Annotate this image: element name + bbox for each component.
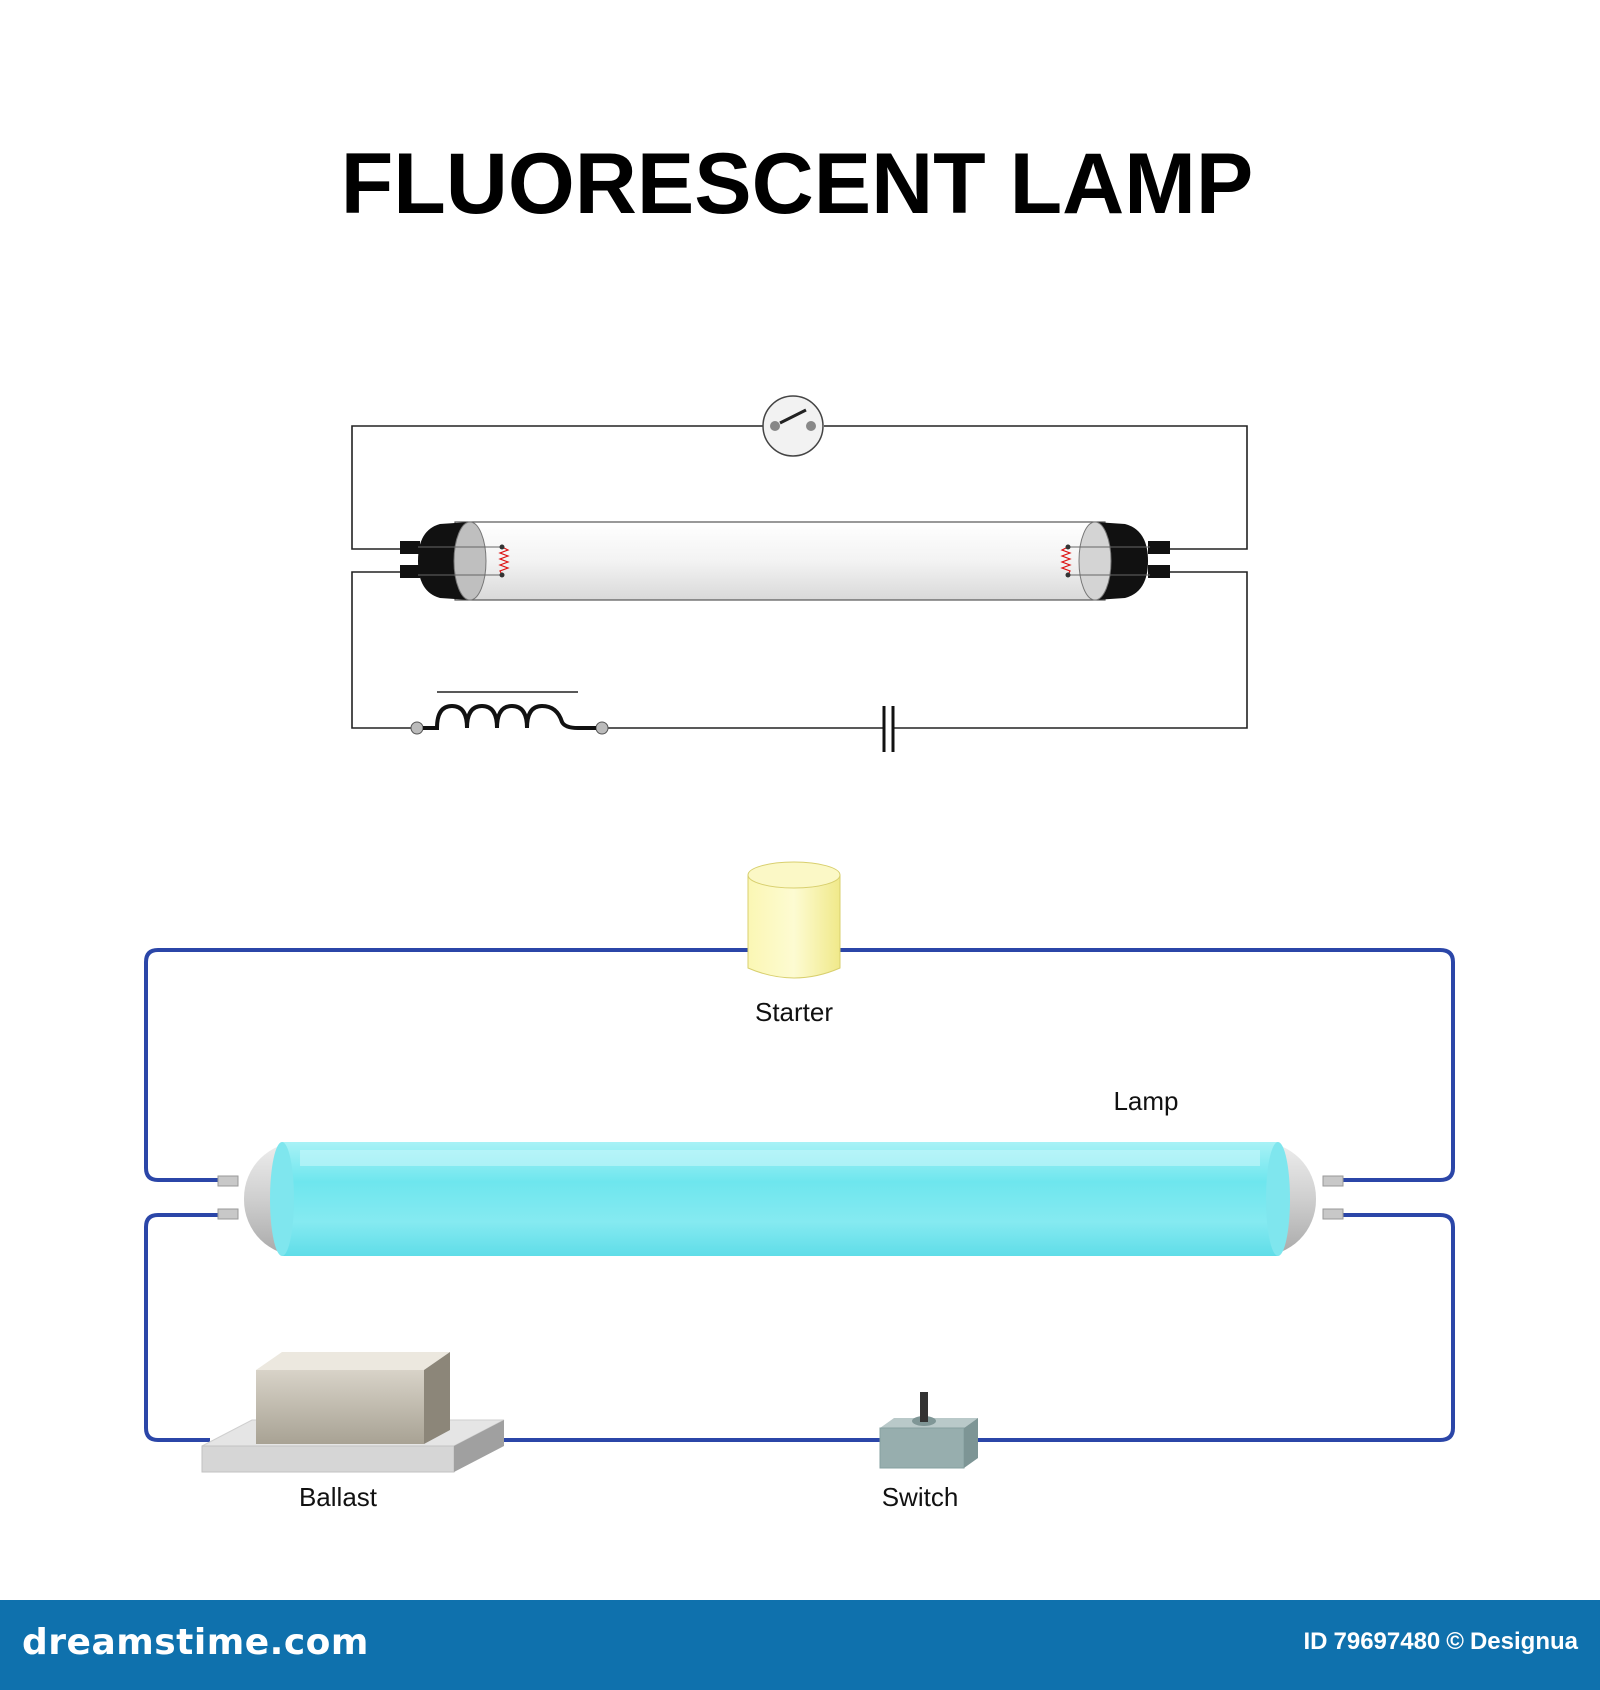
switch-box [879,1392,978,1469]
starter-label: Starter [755,997,833,1027]
footer-copyright: © [1446,1628,1464,1655]
ballast-box [201,1352,505,1473]
footer-id-label: ID [1303,1628,1328,1655]
schematic-circuit [351,395,1248,752]
capacitor-symbol [882,706,895,752]
pictorial-wires [144,948,1455,1442]
pictorial-circuit: Starter Lamp Ballast Switch [144,861,1455,1512]
footer-author: Designua [1469,1628,1578,1655]
lamp-label: Lamp [1113,1086,1178,1116]
filament-left [418,544,510,578]
footer-brand[interactable]: dreamstime.com [22,1622,369,1663]
starter-switch-symbol [762,395,824,457]
ballast-label: Ballast [299,1482,378,1512]
footer-id-number: 79697480 [1333,1628,1441,1655]
glowing-tube [217,1142,1344,1256]
fluorescent-lamp-diagram: FLUORESCENT LAMP [144,136,1455,1512]
schematic-wires [351,425,1248,729]
inductor-symbol [410,691,609,735]
starter-can [747,861,841,979]
schematic-tube [400,521,1170,601]
filament-right [1060,544,1150,578]
diagram-title: FLUORESCENT LAMP [341,136,1254,232]
switch-label: Switch [882,1482,959,1512]
